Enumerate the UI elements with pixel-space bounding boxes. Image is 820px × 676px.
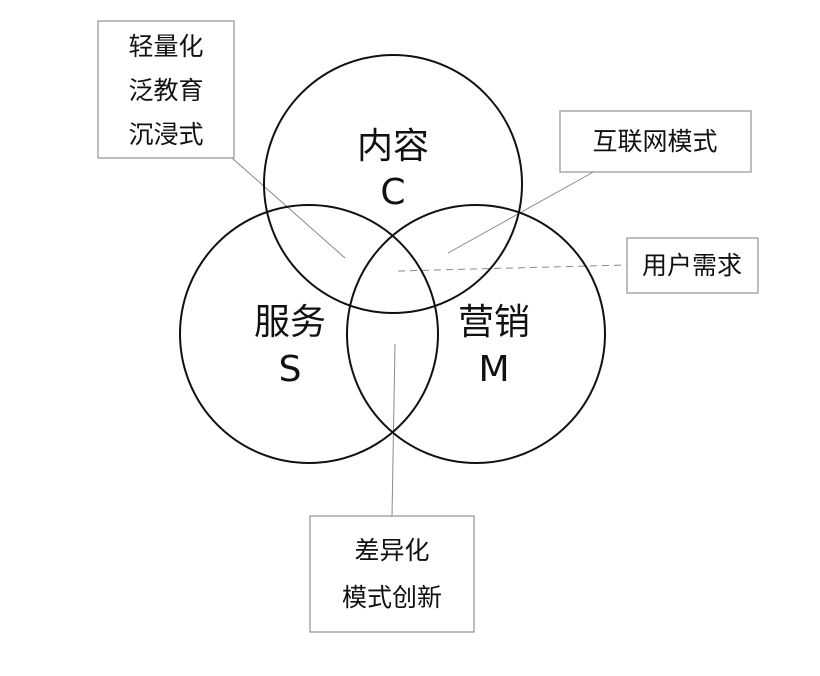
leader-line-right [397,264,628,272]
callout-bottom-box [309,515,475,633]
callout-right-line-1: 用户需求 [642,251,742,280]
callout-top-right: 互联网模式 [559,110,752,173]
circle-service [179,204,439,464]
circle-marketing [346,204,606,464]
circle-service-name: 服务 [254,302,326,343]
callout-top-left: 轻量化 泛教育 沉浸式 [97,20,235,159]
callout-bottom-line-1: 差异化 [354,536,429,565]
circle-marketing-name: 营销 [458,302,530,343]
callout-top-left-line-3: 沉浸式 [128,120,203,149]
circle-service-letter: S [279,349,302,390]
leader-line-top-right [447,169,598,254]
callout-top-left-box [97,20,235,159]
callout-top-right-line-1: 互联网模式 [592,127,717,156]
leader-line-bottom [391,343,396,517]
callout-bottom-line-2: 模式创新 [342,583,442,612]
circle-marketing-letter: M [478,349,509,390]
callout-top-right-box [559,110,752,173]
circle-content-name: 内容 [357,126,429,167]
callout-right: 用户需求 [626,237,759,294]
leader-line-top-left [231,157,346,259]
callout-top-left-line-2: 泛教育 [128,76,203,105]
callout-top-left-line-1: 轻量化 [128,32,203,61]
circle-content-letter: C [380,172,405,213]
circle-content [263,54,523,314]
callout-bottom: 差异化 模式创新 [309,515,475,633]
callout-right-box [626,237,759,294]
